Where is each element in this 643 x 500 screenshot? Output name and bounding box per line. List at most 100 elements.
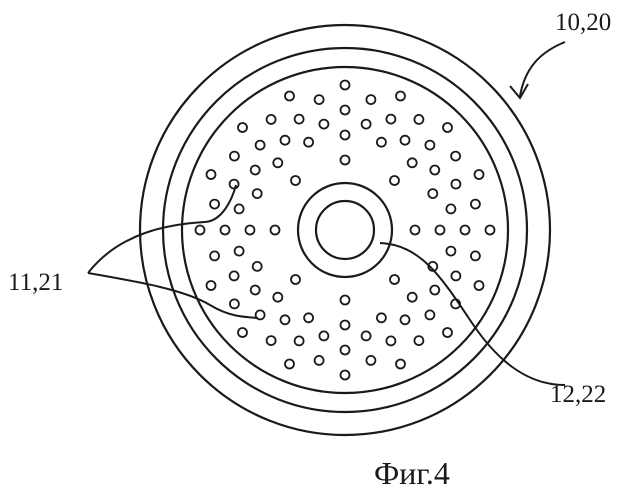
perforation-hole <box>390 275 399 284</box>
perforation-hole <box>267 336 276 345</box>
perforation-hole <box>238 328 247 337</box>
perforation-hole <box>230 152 239 161</box>
perforation-hole <box>285 92 294 101</box>
perforation-hole <box>451 180 460 189</box>
perforation-hole <box>486 226 495 235</box>
perforation-hole <box>221 226 230 235</box>
perforation-hole <box>341 321 350 330</box>
disc-rings <box>140 25 550 435</box>
perforation-hole <box>341 156 350 165</box>
perforation-hole <box>341 371 350 380</box>
perforation-hole <box>390 176 399 185</box>
perforation-hole <box>446 204 455 213</box>
perforation-hole <box>446 247 455 256</box>
perforation-hole <box>267 115 276 124</box>
perforation-hole <box>443 328 452 337</box>
perforation-hole <box>230 299 239 308</box>
perforation-hole <box>295 336 304 345</box>
perforation-hole <box>396 92 405 101</box>
perforation-hole <box>230 180 239 189</box>
perforation-hole <box>291 275 300 284</box>
perforation-hole <box>436 226 445 235</box>
assembly-label: 10,20 <box>555 9 611 36</box>
perforation-hole <box>443 123 452 132</box>
perforation-hole <box>256 141 265 150</box>
perforation-hole <box>362 120 371 129</box>
perforation-hole <box>246 226 255 235</box>
perforation-hole <box>414 336 423 345</box>
perforation-hole <box>362 331 371 340</box>
perforation-hole <box>451 152 460 161</box>
perforation-hole <box>408 293 417 302</box>
perforation-hole <box>386 336 395 345</box>
perforation-hole <box>461 226 470 235</box>
middle-ring <box>163 48 527 412</box>
perforation-hole <box>341 296 350 305</box>
perforation-hole <box>451 271 460 280</box>
perforation-hole <box>401 315 410 324</box>
perforation-hole <box>238 123 247 132</box>
center-label: 12,22 <box>550 381 606 408</box>
perforation-hole <box>366 356 375 365</box>
perforation-hole <box>430 166 439 175</box>
center-hub <box>298 183 392 277</box>
outer-ring <box>140 25 550 435</box>
perforation-hole <box>319 331 328 340</box>
perforation-hole <box>425 310 434 319</box>
perforation-hole <box>430 286 439 295</box>
leader-assembly-arrowhead <box>510 84 528 98</box>
perforation-hole <box>304 138 313 147</box>
perforation-hole <box>396 360 405 369</box>
holes-label: 11,21 <box>8 269 63 296</box>
perforation-hole <box>341 131 350 140</box>
hub-inner-circle <box>316 201 374 259</box>
perforation-hole <box>281 315 290 324</box>
perforation-hole <box>475 170 484 179</box>
perforation-hole <box>285 360 294 369</box>
perforation-hole <box>386 115 395 124</box>
perforation-hole <box>273 293 282 302</box>
perforation-hole <box>196 226 205 235</box>
perforation-hole <box>210 200 219 209</box>
inner-ring <box>182 67 508 393</box>
perforation-hole <box>377 313 386 322</box>
perforation-hole <box>210 251 219 260</box>
perforation-hole <box>315 356 324 365</box>
perforation-hole <box>341 346 350 355</box>
perforation-hole <box>304 313 313 322</box>
perforation-hole <box>319 120 328 129</box>
perforation-holes <box>196 81 495 380</box>
perforation-hole <box>428 189 437 198</box>
perforation-hole <box>291 176 300 185</box>
perforation-hole <box>271 226 280 235</box>
perforation-hole <box>475 281 484 290</box>
perforation-hole <box>273 158 282 167</box>
perforation-hole <box>366 95 375 104</box>
hub-outer-circle <box>298 183 392 277</box>
perforation-hole <box>377 138 386 147</box>
figure-caption: Фиг.4 <box>374 455 450 491</box>
perforation-hole <box>235 247 244 256</box>
perforation-hole <box>295 115 304 124</box>
perforation-hole <box>253 189 262 198</box>
perforation-hole <box>207 170 216 179</box>
perforation-hole <box>471 251 480 260</box>
perforation-hole <box>341 106 350 115</box>
perforation-hole <box>235 204 244 213</box>
perforation-hole <box>315 95 324 104</box>
perforation-hole <box>425 141 434 150</box>
perforation-hole <box>253 262 262 271</box>
perforation-hole <box>230 271 239 280</box>
perforation-hole <box>341 81 350 90</box>
perforation-hole <box>207 281 216 290</box>
perforation-hole <box>251 286 260 295</box>
perforation-hole <box>411 226 420 235</box>
perforation-hole <box>401 136 410 145</box>
perforation-hole <box>414 115 423 124</box>
perforation-hole <box>281 136 290 145</box>
perforation-hole <box>408 158 417 167</box>
perforation-hole <box>471 200 480 209</box>
perforation-hole <box>251 166 260 175</box>
leader-center <box>380 243 565 385</box>
